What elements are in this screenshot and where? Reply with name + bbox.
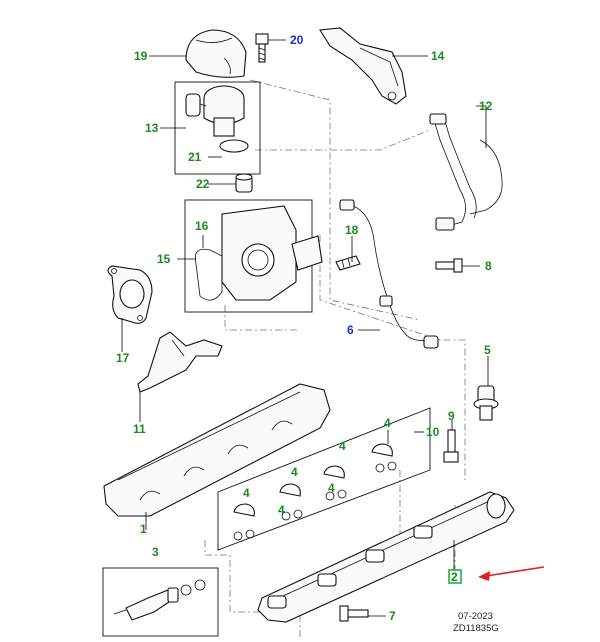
part-7-bolt bbox=[339, 605, 369, 622]
callout-4-e: 4 bbox=[328, 481, 335, 495]
callout-11: 11 bbox=[133, 422, 146, 436]
callout-10: 10 bbox=[426, 425, 440, 439]
part-12-fuel-lines bbox=[429, 113, 503, 231]
part-10-cover bbox=[103, 383, 331, 517]
part-20-bolt bbox=[255, 33, 269, 63]
footer-date: 07-2023 bbox=[458, 611, 493, 622]
callout-labels: 19 20 14 13 21 22 12 16 15 18 8 17 6 5 1… bbox=[116, 33, 493, 623]
callout-5: 5 bbox=[484, 343, 491, 357]
callout-21: 21 bbox=[188, 150, 202, 164]
part-19-pump-cover bbox=[185, 29, 247, 78]
part-2-fuel-rail bbox=[257, 491, 515, 623]
red-pointer-arrow bbox=[478, 566, 545, 581]
callout-6: 6 bbox=[347, 323, 354, 337]
callout-16: 16 bbox=[195, 219, 209, 233]
callout-4-c: 4 bbox=[291, 465, 298, 479]
part-5-pressure-sensor bbox=[473, 385, 499, 421]
part-4-clips-box bbox=[217, 407, 431, 551]
callout-1: 1 bbox=[140, 522, 147, 536]
part-6-fuel-pipe bbox=[339, 199, 439, 349]
callout-15: 15 bbox=[157, 252, 171, 266]
callout-14: 14 bbox=[431, 49, 445, 63]
callout-3: 3 bbox=[152, 545, 159, 559]
part-15-housing-box bbox=[184, 199, 323, 313]
callout-7: 7 bbox=[389, 609, 396, 623]
callout-12: 12 bbox=[479, 99, 493, 113]
part-2-highlight-box bbox=[448, 569, 462, 584]
part-18-stud bbox=[335, 255, 361, 271]
part-22-tappet bbox=[235, 173, 253, 193]
part-3-injector-box bbox=[102, 567, 219, 637]
callout-20: 20 bbox=[290, 33, 304, 47]
callout-8: 8 bbox=[485, 259, 492, 273]
callout-22: 22 bbox=[196, 177, 210, 191]
callout-4-f: 4 bbox=[278, 503, 285, 517]
callout-13: 13 bbox=[145, 121, 159, 135]
part-14-bracket bbox=[319, 27, 407, 105]
part-13-pump-box bbox=[174, 81, 261, 175]
callout-18: 18 bbox=[345, 223, 359, 237]
leader-lines bbox=[121, 39, 489, 617]
part-11-wiring-bracket bbox=[137, 331, 223, 393]
part-9-bolt bbox=[443, 429, 459, 463]
callout-4-d: 4 bbox=[243, 486, 250, 500]
callout-4-b: 4 bbox=[339, 439, 346, 453]
callout-17: 17 bbox=[116, 351, 130, 365]
callout-19: 19 bbox=[134, 49, 148, 63]
part-8-bolt bbox=[435, 258, 463, 273]
part-17-gasket bbox=[107, 265, 153, 324]
callout-2: 2 bbox=[451, 570, 458, 584]
callout-4-a: 4 bbox=[384, 416, 391, 430]
callout-9: 9 bbox=[448, 409, 455, 423]
footer-ref: ZD11835G bbox=[453, 623, 499, 634]
